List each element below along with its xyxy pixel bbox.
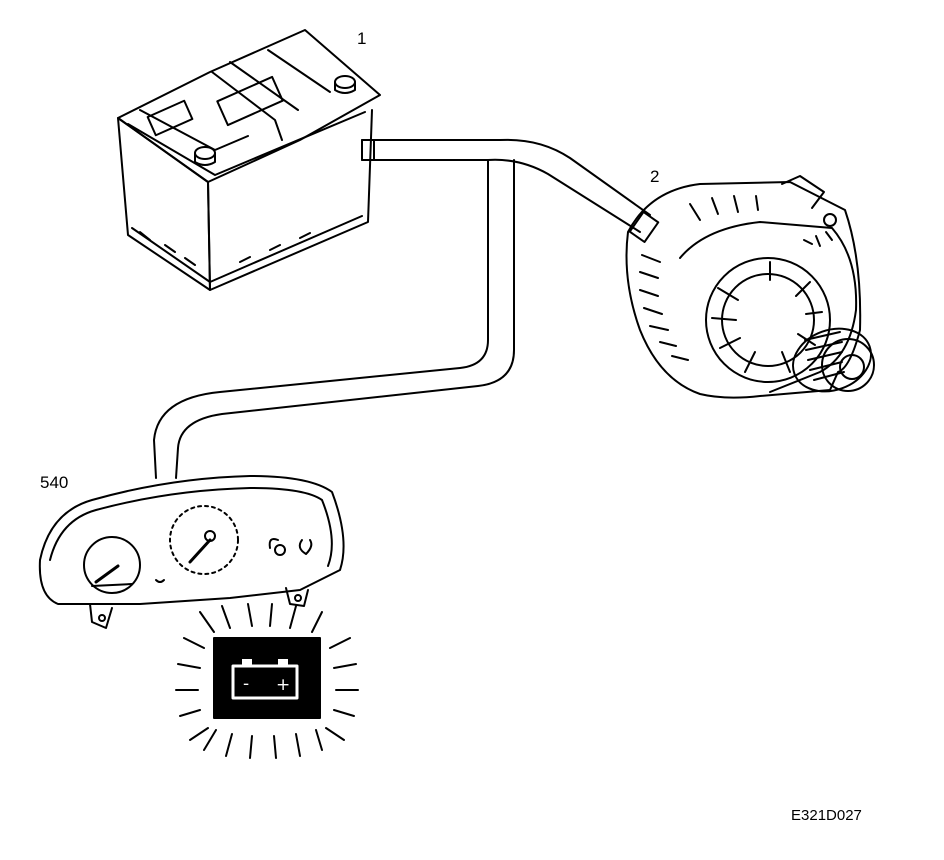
battery-symbol-icon [231, 664, 299, 700]
plus-symbol: + [276, 675, 290, 695]
battery-label: 1 [357, 29, 366, 48]
instrument-cluster [38, 475, 345, 629]
battery-warning-lamp: - + [175, 603, 359, 759]
light-rays-icon [175, 603, 359, 759]
minus-symbol: - [243, 674, 249, 694]
wiring-harness [153, 138, 660, 479]
battery [117, 29, 381, 291]
alternator-label: 2 [650, 167, 659, 186]
alternator [625, 175, 875, 399]
reference-code: E321D027 [791, 807, 862, 824]
instrument-cluster-label: 540 [40, 473, 68, 492]
